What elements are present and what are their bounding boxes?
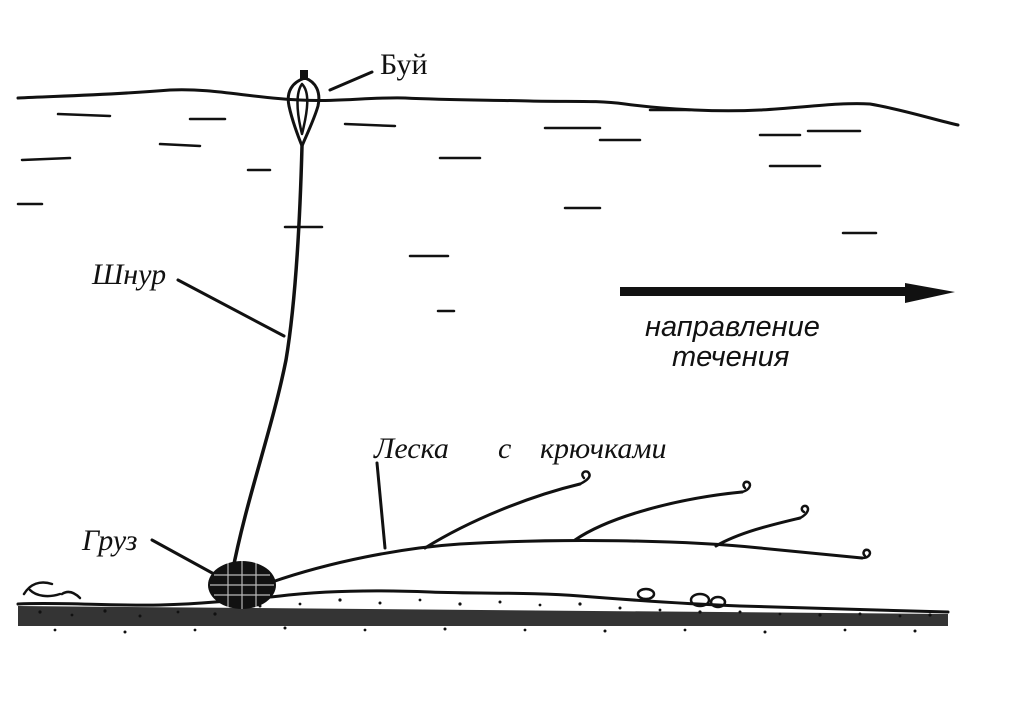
label-line-word1: Леска — [373, 432, 449, 465]
label-cord: Шнур — [91, 258, 166, 291]
label-current-line1: направление — [645, 311, 820, 343]
water-surface — [16, 88, 960, 127]
hook-icon — [740, 480, 752, 494]
hook-line — [270, 482, 864, 584]
label-line-word2: с — [498, 432, 511, 465]
label-buoy: Буй — [380, 48, 428, 81]
label-line-word3: крючками — [540, 432, 667, 465]
current-arrow — [620, 283, 955, 303]
cord-line — [230, 144, 304, 576]
buoy-float — [286, 70, 321, 148]
hooks — [578, 470, 872, 560]
label-leaders — [150, 70, 387, 576]
hook-icon — [860, 548, 872, 560]
water-ripples — [16, 108, 878, 313]
sinker-weight — [208, 561, 276, 609]
seabed — [16, 581, 950, 634]
label-weight: Груз — [81, 524, 137, 557]
hook-icon — [798, 504, 810, 520]
label-current-line2: течения — [672, 341, 789, 373]
hook-icon — [578, 470, 591, 486]
